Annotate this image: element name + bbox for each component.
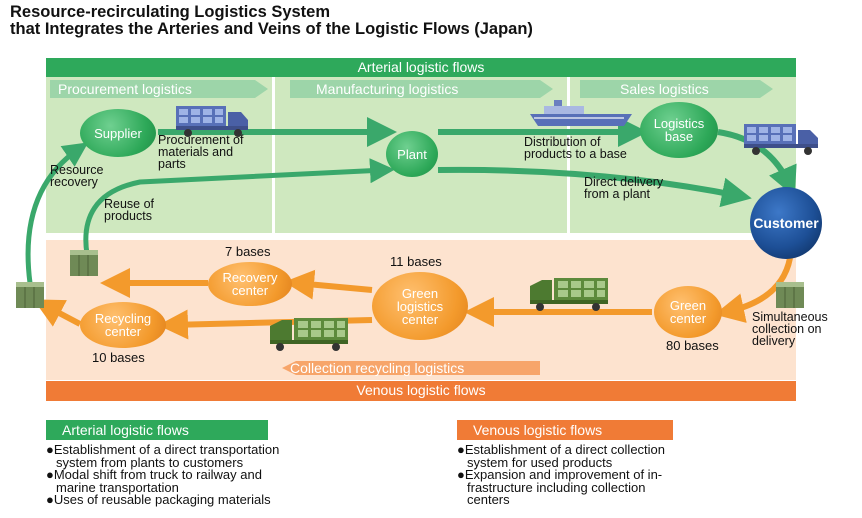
arrow-customer-green [714,257,793,323]
logistics-base-line-1: Logistics [653,116,705,131]
title-line-1: Resource-recirculating Logistics System [10,3,331,21]
direct-delivery-label: Direct delivery from a plant [584,175,664,201]
truck-icon [270,318,348,351]
legend-venous-item-1-line-1: ●Establishment of a direct collection [457,442,666,457]
arrow-recycling-resource [33,299,82,327]
legend-arterial-heading: Arterial logistic flows [46,420,268,440]
stage-manufacturing: Manufacturing logistics [316,81,459,97]
legend-venous-item: ●Expansion and improvement of in- frastr… [457,467,807,507]
recycling-line-1: Recycling [94,311,152,326]
legend-arterial-item: ●Establishment of a direct transportatio… [46,442,426,470]
stage-collection: Collection recycling logistics [290,360,465,376]
legend-venous-item-2-line-1: ●Expansion and improvement of in- [457,467,663,482]
green-count: 80 bases [666,338,719,353]
venous-band-bg [46,381,796,401]
resource-recovery-line-2: recovery [50,175,98,189]
container-icon [70,250,98,276]
glc-line-2: logistics [396,298,444,314]
legend-arterial-item: ●Modal shift from truck to railway and m… [46,467,426,495]
legend-venous-item: ●Establishment of a direct collection sy… [457,442,807,470]
customer-label: Customer [753,215,819,231]
distribution-label: Distribution of products to a base [524,135,627,161]
recovery-center-node: Recovery center [208,262,292,306]
arterial-band: Arterial logistic flows [357,59,485,75]
legend-venous-item-1-line-2: system for used products [467,454,613,470]
simultaneous-label: Simultaneous collection on delivery [752,310,828,348]
recycling-count: 10 bases [92,350,145,365]
legend-arterial-item-1-line-1: ●Establishment of a direct transportatio… [46,442,280,457]
glc-line-1: Green [401,285,439,301]
procurement-parts-line-3: parts [158,157,186,171]
glc-line-3: center [401,311,439,327]
green-center-line-1: Green [669,298,707,313]
legend-venous-item-2-line-3: centers [467,492,510,507]
arrow-plant-customer [437,166,752,208]
truck-icon [744,124,818,155]
arrow-glc-recovery [284,269,373,300]
arrow-resource-recovery [25,142,89,284]
recovery-line-2: center [231,283,269,298]
legend-arterial-list: ●Establishment of a direct transportatio… [46,442,426,507]
arrow-base-customer [717,129,797,198]
legend-arterial-item-3-line-1: ●Uses of reusable packaging materials [46,492,271,507]
procurement-parts-label: Procurement of materials and parts [158,133,244,171]
legend-arterial-item-2-line-2: marine transportation [56,479,179,495]
divider [272,77,275,233]
ship-icon [530,100,632,126]
legend-arterial-item: ●Uses of reusable packaging materials [46,492,426,507]
simultaneous-line-2: collection on [752,322,822,336]
collection-chevron [282,361,540,375]
resource-recovery-label: Resource recovery [50,163,104,189]
container-icon [776,282,804,308]
supplier-label: Supplier [94,125,142,141]
distribution-line-2: products to a base [524,147,627,161]
legend-arterial-item-1-line-2: system from plants to customers [56,454,244,470]
sales-chevron [580,80,773,98]
logistics-base-node: Logistics base [640,102,718,158]
green-logistics-count: 11 bases [390,254,442,269]
venous-band: Venous logistic flows [356,382,486,398]
legend-venous-item-2-line-2: frastructure including collection [467,479,646,495]
green-logistics-center-node: Green logistics center [372,272,468,340]
stage-sales: Sales logistics [620,81,709,97]
arrow-reuse [83,158,395,261]
resource-recovery-line-1: Resource [50,163,104,177]
simultaneous-line-1: Simultaneous [752,310,828,324]
procurement-parts-line-1: Procurement of [158,133,244,147]
direct-delivery-line-2: from a plant [584,187,651,201]
plant-label: Plant [397,146,427,162]
arterial-band-bg [46,58,796,77]
green-center-line-2: center [669,311,707,326]
customer-circle [750,187,822,259]
legend-arterial-item-2-line-1: ●Modal shift from truck to railway and [46,467,262,482]
manufacturing-chevron [290,80,553,98]
recycling-line-2: center [104,324,142,339]
truck-icon [530,278,608,311]
title-line-2: that Integrates the Arteries and Veins o… [10,20,533,38]
truck-icon [176,106,248,137]
simultaneous-line-3: delivery [752,334,796,348]
recovery-line-1: Recovery [222,270,278,285]
procurement-chevron [50,80,268,98]
stage-procurement: Procurement logistics [58,81,192,97]
legend-venous-list: ●Establishment of a direct collection sy… [457,442,807,507]
logistics-base-line-2: base [664,129,694,144]
recycling-center-node: Recycling center [80,302,166,348]
supplier-node: Supplier [80,109,156,157]
distribution-line-1: Distribution of [524,135,601,149]
reuse-products-line-2: products [104,209,152,223]
procurement-parts-line-2: materials and [158,145,234,159]
legend-venous-heading: Venous logistic flows [457,420,673,440]
container-icon [16,282,44,308]
green-center-node: Green center [654,286,722,338]
recovery-count: 7 bases [225,244,271,259]
page-title: Resource-recirculating Logistics System … [10,4,533,38]
divider [567,77,570,233]
reuse-products-line-1: Reuse of [104,197,155,211]
reuse-products-label: Reuse of products [104,197,155,223]
plant-node: Plant [386,131,438,177]
direct-delivery-line-1: Direct delivery [584,175,664,189]
